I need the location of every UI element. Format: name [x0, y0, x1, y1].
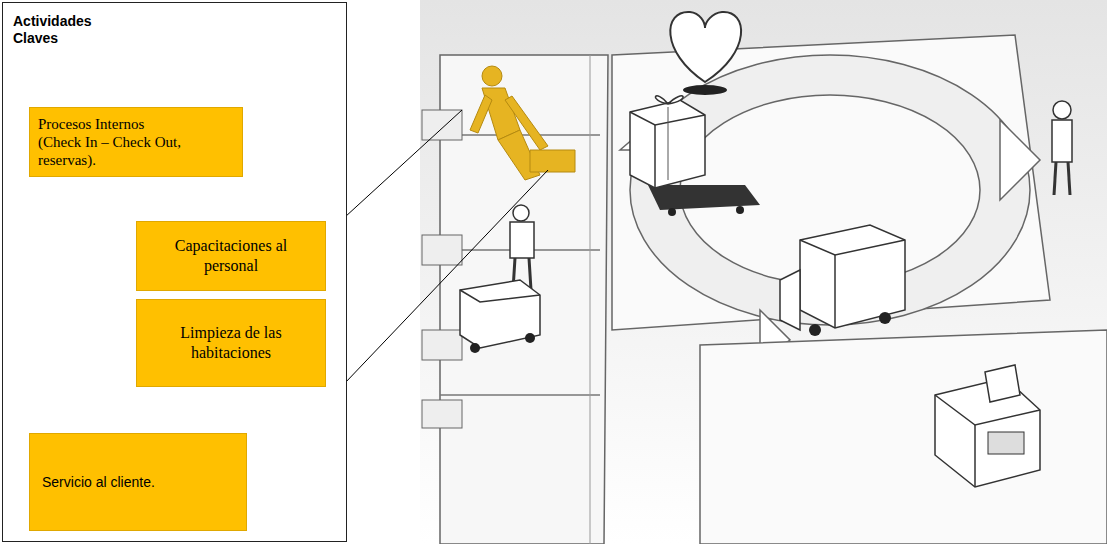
activity-box: Capacitaciones al personal: [136, 221, 326, 291]
activity-box: Limpieza de las habitaciones: [136, 299, 326, 387]
activity-text: Servicio al cliente.: [42, 474, 155, 491]
activity-text: Limpieza de las habitaciones: [156, 323, 306, 363]
activity-text: Capacitaciones al personal: [156, 236, 306, 276]
panel-heading: Actividades Claves: [13, 13, 123, 47]
activity-box: Servicio al cliente.: [29, 433, 247, 531]
leader-line: [345, 110, 462, 217]
activities-panel: Actividades ClavesProcesos Internos (Che…: [2, 2, 347, 542]
leader-line: [345, 170, 548, 383]
activity-text: Procesos Internos (Check In – Check Out,…: [38, 115, 188, 169]
activity-box: Procesos Internos (Check In – Check Out,…: [29, 107, 243, 177]
